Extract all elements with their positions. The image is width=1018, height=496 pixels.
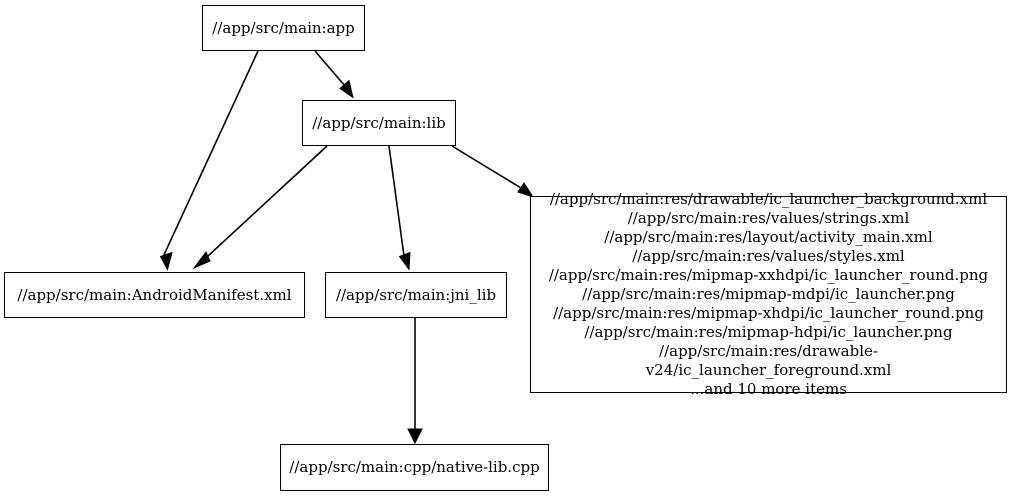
graph-node-androidmanifest-label: //app/src/main:AndroidManifest.xml (17, 285, 292, 304)
edge-jni_lib-to-native_lib (407, 318, 423, 445)
graph-node-app-label: //app/src/main:app (212, 18, 355, 37)
graph-node-resources-label: //app/src/main:res/drawable/ic_launcher_… (548, 190, 989, 398)
graph-node-jni-lib[interactable]: //app/src/main:jni_lib (325, 272, 507, 318)
edge-app-to-manifest (159, 50, 259, 271)
graph-node-resources[interactable]: //app/src/main:res/drawable/ic_launcher_… (530, 190, 1007, 398)
edge-app-to-lib (314, 50, 354, 99)
graph-node-lib[interactable]: //app/src/main:lib (302, 100, 456, 146)
edge-lib-to-resources (451, 145, 535, 198)
graph-node-jni-lib-label: //app/src/main:jni_lib (335, 285, 497, 304)
graph-node-native-lib-cpp-label: //app/src/main:cpp/native-lib.cpp (289, 458, 540, 476)
graph-node-native-lib-cpp[interactable]: //app/src/main:cpp/native-lib.cpp (280, 444, 549, 491)
edge-lib-to-manifest (192, 145, 328, 270)
graph-node-app[interactable]: //app/src/main:app (202, 5, 365, 51)
graph-node-androidmanifest[interactable]: //app/src/main:AndroidManifest.xml (4, 272, 305, 318)
graph-node-lib-label: //app/src/main:lib (312, 113, 446, 132)
edge-lib-to-jni_lib (388, 145, 411, 271)
